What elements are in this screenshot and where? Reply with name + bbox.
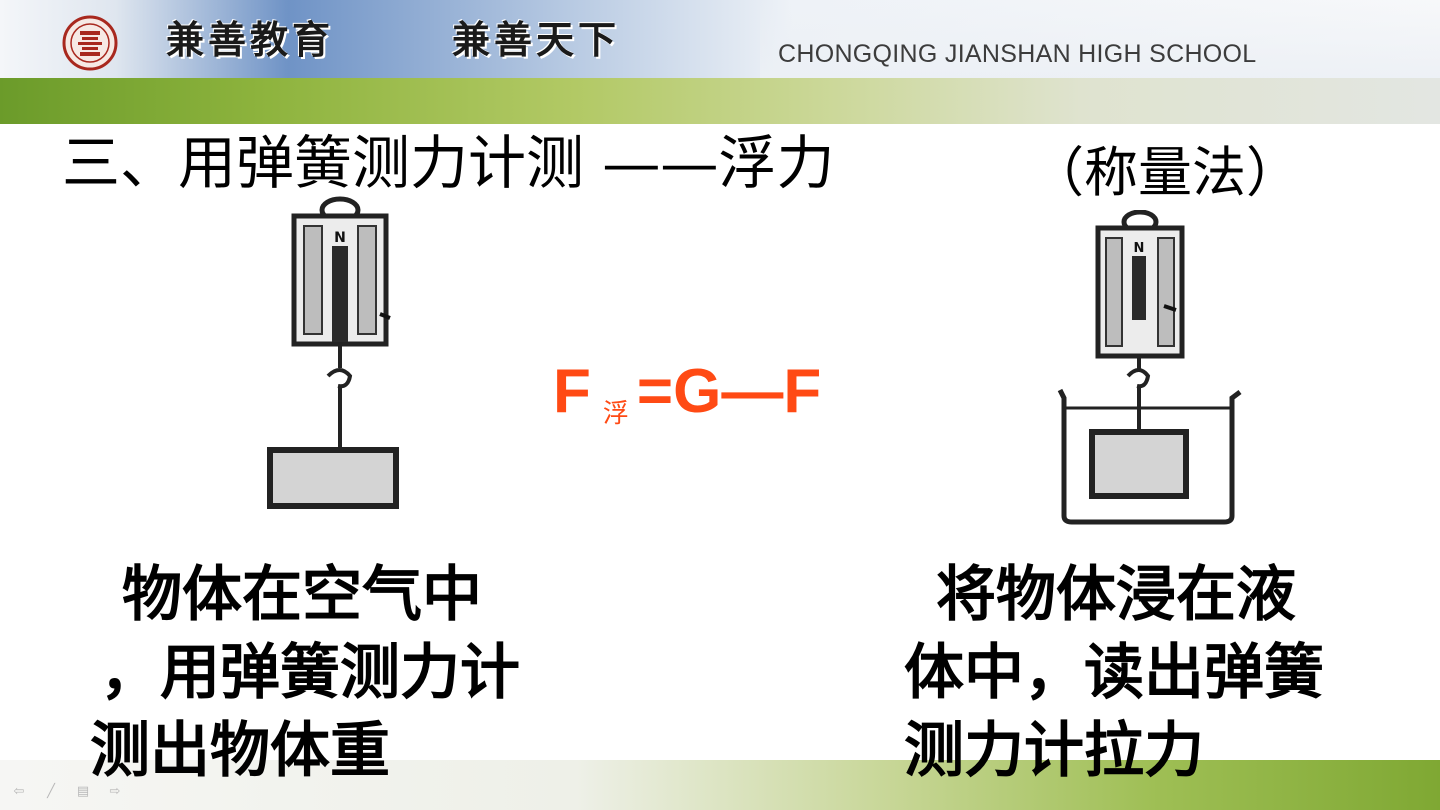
pen-icon[interactable]: ╱ xyxy=(47,784,55,799)
spring-scale-in-liquid-illustration: N xyxy=(1057,210,1242,525)
right-caption-line: 测力计拉力 xyxy=(904,716,1204,786)
formula-f: F xyxy=(553,357,591,426)
left-caption-line: 测出物体重 xyxy=(90,716,390,786)
formula-rhs: =G—F xyxy=(636,357,822,426)
formula-subscript: 浮 xyxy=(602,399,629,429)
header-band xyxy=(0,0,1440,78)
right-caption-line: 体中，读出弹簧 xyxy=(904,638,1324,708)
footer-band xyxy=(0,760,1440,810)
right-caption-line: 将物体浸在液 xyxy=(936,560,1296,630)
school-name: CHONGQING JIANSHAN HIGH SCHOOL xyxy=(778,40,1257,68)
header-fade xyxy=(760,0,1440,78)
arrow-right-icon[interactable]: ⇨ xyxy=(109,784,121,799)
left-caption-line: ，用弹簧测力计 xyxy=(100,638,520,708)
slogan-right: 兼善天下 xyxy=(452,17,621,62)
method-label: （称量法） xyxy=(1030,141,1300,204)
school-logo-icon xyxy=(62,15,118,71)
green-accent-band xyxy=(0,78,1440,124)
dial-letter: N xyxy=(334,230,346,246)
menu-icon[interactable]: ▤ xyxy=(76,784,90,799)
slideshow-nav: ⇦ ╱ ▤ ⇨ xyxy=(8,784,126,804)
left-caption-line: 物体在空气中 xyxy=(122,560,482,630)
slide-title: 三、用弹簧测力计测 ——浮力 xyxy=(62,129,835,197)
dial-letter: N xyxy=(1134,241,1145,256)
arrow-left-icon[interactable]: ⇦ xyxy=(13,784,25,799)
spring-scale-in-air-illustration: N xyxy=(267,196,399,509)
slogan-left: 兼善教育 xyxy=(166,17,335,62)
